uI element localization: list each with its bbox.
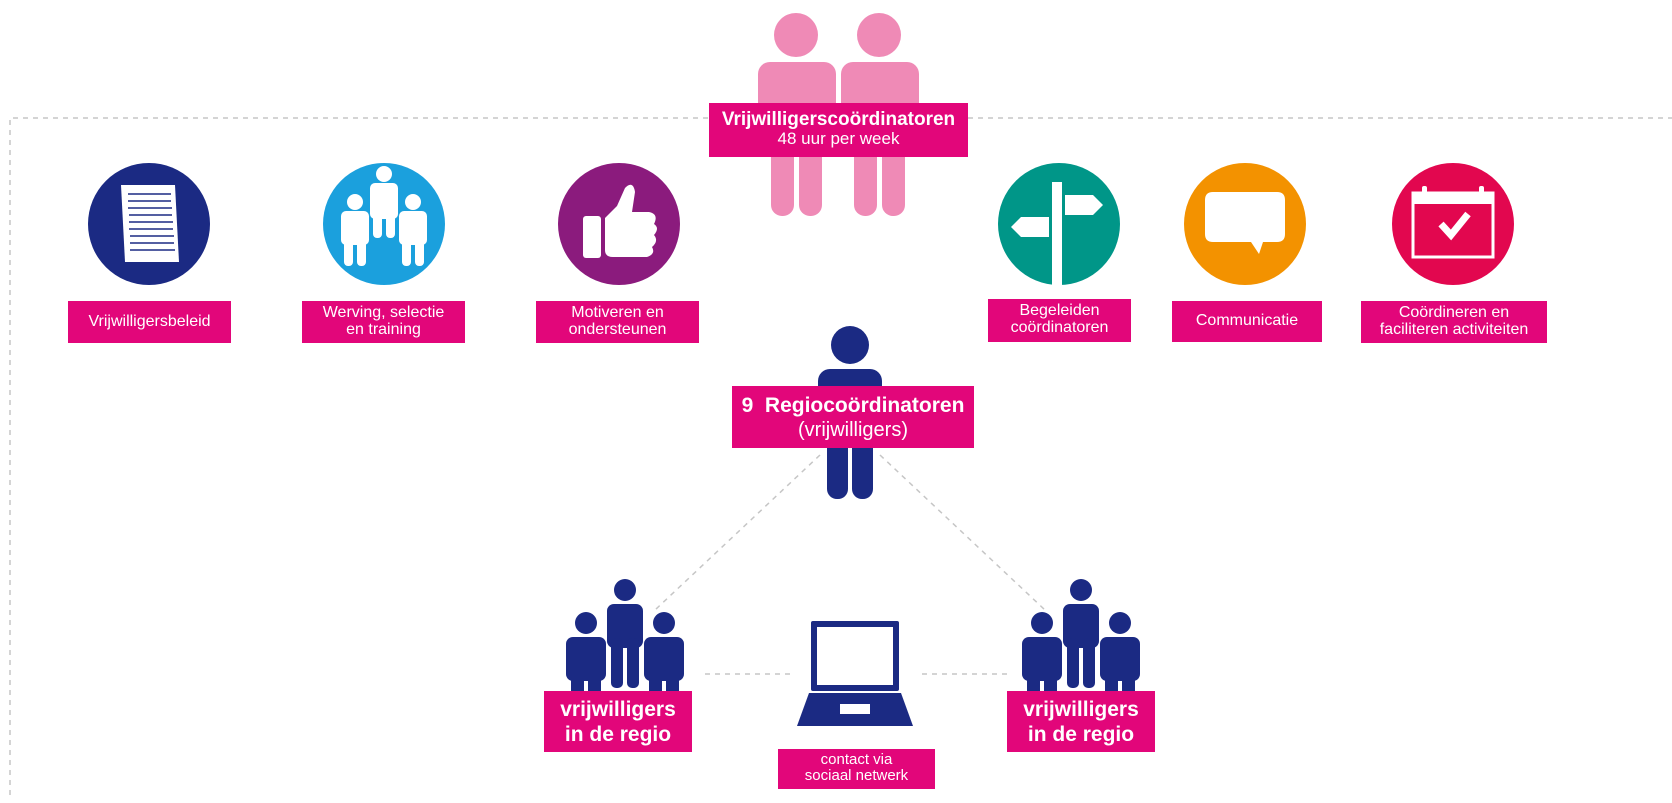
thumbs-up-icon (558, 163, 680, 285)
regional-subtitle: (vrijwilligers) (798, 419, 908, 441)
task-label-4: Begeleiden coördinatoren (988, 299, 1131, 342)
regional-title: Regiocoördinatoren (764, 394, 965, 417)
task-label-5: Communicatie (1172, 301, 1322, 342)
coordinators-title: Vrijwilligerscoördinatoren (721, 109, 956, 130)
volunteer-group-left-icon (566, 579, 684, 692)
volunteer-group-left-label: vrijwilligers in de regio (544, 691, 692, 752)
outer-dashed-frame (9, 117, 1672, 795)
coordinators-label: Vrijwilligerscoördinatoren 48 uur per we… (709, 103, 968, 157)
coordinators-subtitle: 48 uur per week (777, 129, 900, 148)
laptop-icon (797, 621, 913, 726)
calendar-check-icon (1392, 163, 1514, 285)
regional-title-line: 9 Regiocoördinatoren (732, 394, 974, 418)
volunteer-group-right-icon (1022, 579, 1140, 692)
document-icon (88, 163, 210, 285)
connector-left (654, 454, 821, 611)
task-label-1: Vrijwilligersbeleid (68, 301, 231, 343)
signpost-icon (998, 163, 1120, 286)
task-label-6: Coördineren en faciliteren activiteiten (1361, 301, 1547, 343)
network-label: contact via sociaal netwerk (778, 749, 935, 789)
speech-bubble-icon (1184, 163, 1306, 285)
task-label-3: Motiveren en ondersteunen (536, 301, 699, 343)
task-label-2: Werving, selectie en training (302, 301, 465, 343)
connector-right (879, 454, 1046, 611)
volunteer-group-right-label: vrijwilligers in de regio (1007, 691, 1155, 752)
group-icon (323, 163, 445, 285)
regional-coordinators-label: 9 Regiocoördinatoren (vrijwilligers) (732, 386, 974, 448)
regional-count: 9 (741, 394, 754, 417)
